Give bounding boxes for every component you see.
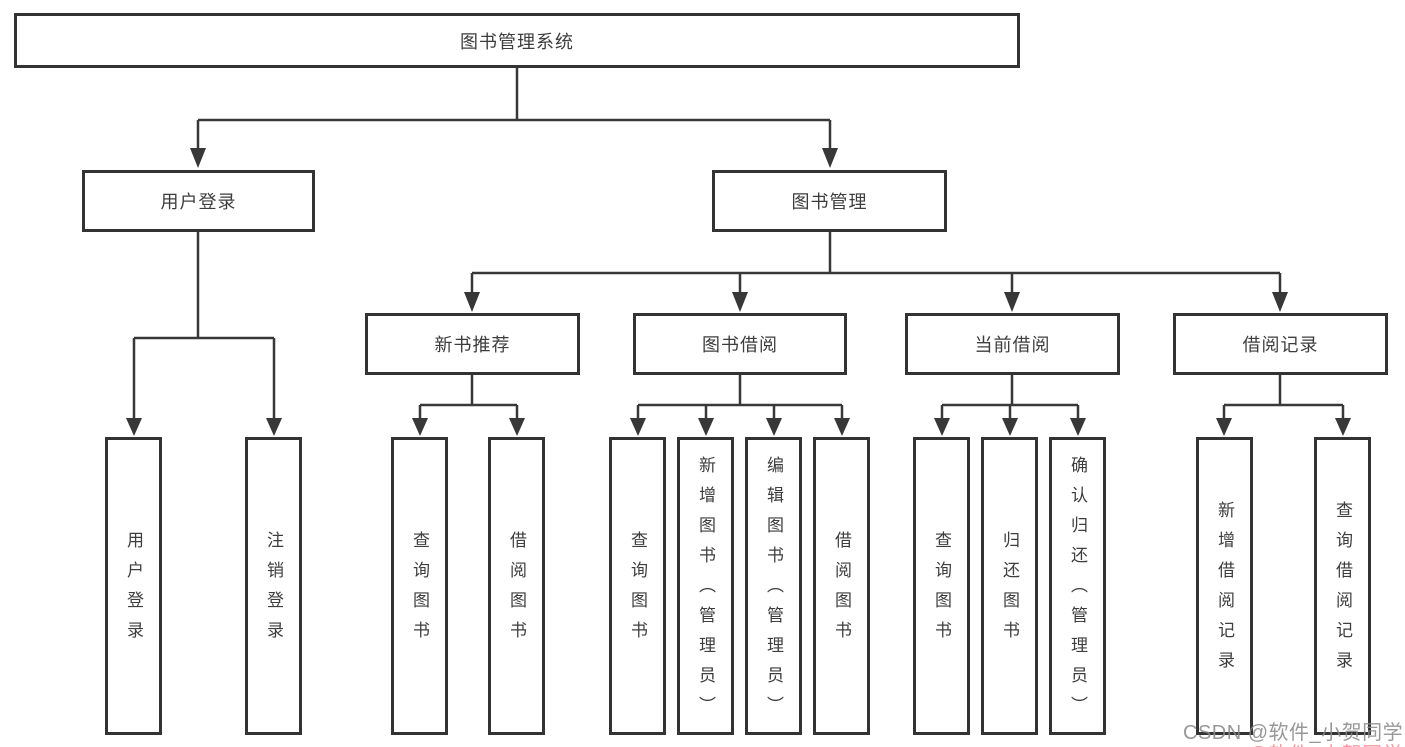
node-root-system: 图书管理系统 [14, 13, 1020, 68]
leaf-user-login: 用户登录 [105, 437, 162, 735]
leaf-label: 查询图书 [410, 531, 429, 651]
node-book-borrowing-label: 图书借阅 [702, 335, 778, 355]
leaf-label: 新增图书（管理员） [696, 456, 715, 726]
node-current-borrowing-label: 当前借阅 [974, 335, 1051, 355]
leaf-confirm-return-admin: 确认归还（管理员） [1049, 437, 1106, 735]
leaf-label: 编辑图书（管理员） [764, 456, 783, 726]
leaf-edit-books-admin: 编辑图书（管理员） [745, 437, 802, 735]
leaf-label: 查询图书 [628, 531, 647, 651]
leaf-label: 查询图书 [932, 531, 951, 651]
node-borrowing-records-label: 借阅记录 [1242, 335, 1319, 355]
node-book-management: 图书管理 [712, 170, 947, 232]
leaf-query-books-1: 查询图书 [391, 437, 448, 735]
leaf-query-books-3: 查询图书 [913, 437, 970, 735]
leaf-query-books-2: 查询图书 [609, 437, 666, 735]
leaf-add-borrow-record: 新增借阅记录 [1196, 437, 1253, 735]
csdn-watermark: CSDN @软件_小贺同学 [1183, 722, 1404, 744]
leaf-label: 借阅图书 [507, 531, 526, 651]
leaf-borrow-books-1: 借阅图书 [488, 437, 545, 735]
leaf-label: 借阅图书 [832, 531, 851, 651]
leaf-label: 确认归还（管理员） [1068, 456, 1087, 726]
node-root-label: 图书管理系统 [460, 31, 574, 52]
leaf-return-books: 归还图书 [981, 437, 1038, 735]
node-new-book-label: 新书推荐 [434, 335, 511, 355]
node-borrowing-records: 借阅记录 [1173, 313, 1388, 375]
arrowheads [126, 148, 1351, 436]
node-user-login: 用户登录 [82, 170, 315, 232]
leaf-label: 新增借阅记录 [1215, 501, 1234, 681]
leaf-logout: 注销登录 [245, 437, 302, 735]
leaf-add-books-admin: 新增图书（管理员） [677, 437, 734, 735]
node-book-borrowing: 图书借阅 [633, 313, 847, 375]
node-new-book-recommendation: 新书推荐 [365, 313, 580, 375]
leaf-borrow-books-2: 借阅图书 [813, 437, 870, 735]
csdn-watermark-clipped: CSDN @软件_小贺同学 [1183, 738, 1403, 747]
leaf-label: 用户登录 [124, 531, 143, 651]
leaf-query-borrow-record: 查询借阅记录 [1314, 437, 1371, 735]
node-user-login-label: 用户登录 [160, 192, 237, 212]
leaf-label: 查询借阅记录 [1333, 501, 1352, 681]
leaf-label: 注销登录 [264, 531, 283, 651]
node-book-management-label: 图书管理 [791, 192, 868, 212]
leaf-label: 归还图书 [1000, 531, 1019, 651]
node-current-borrowing: 当前借阅 [905, 313, 1120, 375]
